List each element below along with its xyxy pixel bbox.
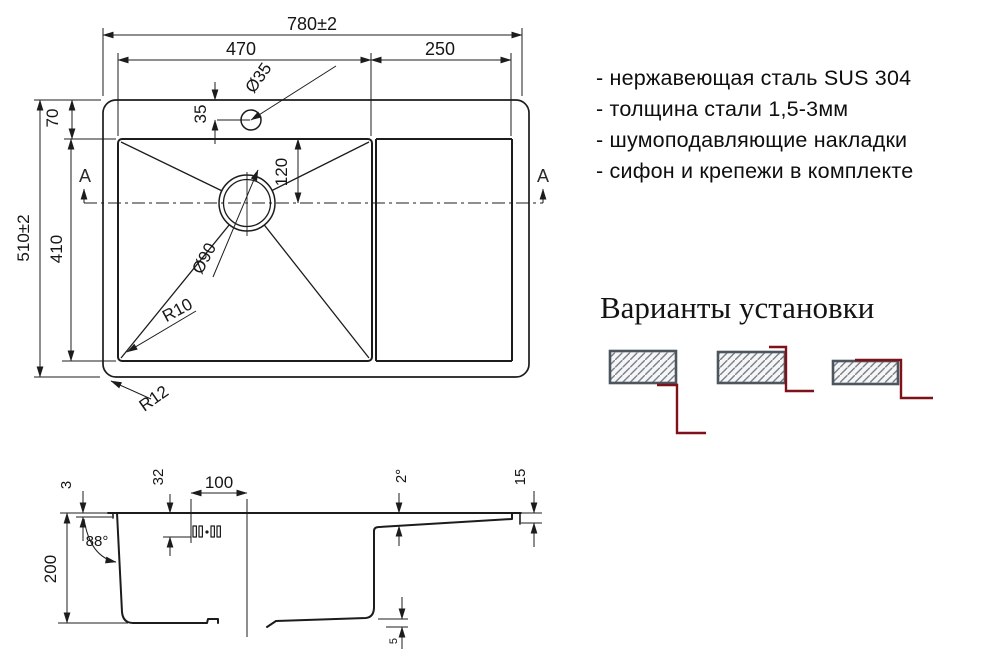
top-view bbox=[102, 99, 530, 378]
spec-item-material: - нержавеющая сталь SUS 304 bbox=[596, 66, 912, 90]
dim-clip-spacing: 100 bbox=[205, 473, 233, 492]
install-variant-undermount bbox=[608, 349, 706, 435]
dim-clip-height: 32 bbox=[150, 469, 167, 486]
section-dimensions bbox=[58, 489, 542, 649]
sink-edge-line bbox=[855, 358, 933, 400]
sink-bowl bbox=[117, 138, 373, 362]
bowl-radius-leader bbox=[126, 310, 197, 353]
install-options-heading: Варианты установки bbox=[600, 290, 875, 325]
faucet-dia-leader bbox=[250, 65, 337, 121]
spec-list: - нержавеющая сталь SUS 304 - толщина ст… bbox=[596, 63, 913, 187]
section-view bbox=[107, 512, 522, 628]
sink-outer-edge bbox=[102, 99, 530, 378]
dim-wing-slope: 2° bbox=[393, 469, 410, 483]
section-right-profile bbox=[266, 513, 513, 628]
dim-drain-offset: 120 bbox=[272, 158, 291, 186]
spec-item-sound-pads: - шумоподавляющие накладки bbox=[596, 128, 908, 152]
dim-hole-dia: Ø35 bbox=[241, 59, 275, 96]
install-variants bbox=[608, 345, 933, 435]
spec-item-included: - сифон и крепежи в комплекте bbox=[596, 159, 914, 183]
dim-corner-radius: R12 bbox=[136, 382, 172, 415]
dim-edge-thickness: 3 bbox=[58, 481, 75, 489]
dim-overall-width: 780±2 bbox=[287, 14, 337, 34]
section-labels: 3 32 100 88° 200 2° 15 5 bbox=[41, 469, 529, 644]
dim-wall-angle: 88° bbox=[86, 533, 109, 550]
section-marker-a-left: A bbox=[79, 166, 91, 186]
countertop-block bbox=[608, 349, 678, 385]
drain-dia-leader bbox=[212, 169, 259, 278]
sink-edge-line bbox=[769, 345, 814, 393]
dim-rim-offset: 70 bbox=[43, 109, 62, 128]
top-view-dimensions bbox=[34, 28, 547, 400]
section-bowl-profile bbox=[116, 512, 219, 624]
dim-bottom-gap: 5 bbox=[388, 638, 400, 644]
dim-bowl-depth: 410 bbox=[47, 235, 66, 263]
dim-hole-offset: 35 bbox=[191, 105, 210, 124]
dim-wing-edge-height: 15 bbox=[512, 469, 529, 486]
countertop-block bbox=[716, 350, 787, 385]
spec-item-thickness: - толщина стали 1,5-3мм bbox=[596, 97, 849, 121]
install-variant-flushmount bbox=[831, 358, 933, 400]
dim-bowl-width: 470 bbox=[226, 39, 256, 59]
mounting-clips bbox=[192, 525, 222, 538]
dim-overall-depth: 510±2 bbox=[14, 214, 33, 261]
sink-edge-line bbox=[657, 383, 706, 435]
dim-wing-width: 250 bbox=[425, 39, 455, 59]
top-view-labels: 780±2 470 250 Ø35 35 70 510±2 410 120 Ø9… bbox=[14, 14, 549, 415]
section-marker-a-right: A bbox=[537, 166, 549, 186]
countertop-block bbox=[831, 359, 900, 386]
dim-bowl-height: 200 bbox=[41, 555, 60, 583]
install-variant-overmount bbox=[716, 345, 814, 393]
corner-radius-leader bbox=[110, 380, 152, 400]
dim-bowl-radius: R10 bbox=[159, 294, 195, 325]
